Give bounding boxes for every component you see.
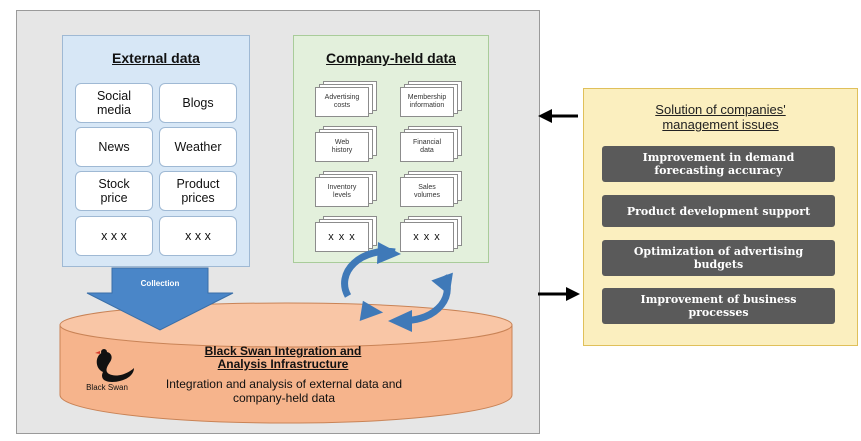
solution-demand-forecasting: Improvement in demand forecasting accura… (602, 146, 835, 182)
company-item-label: Inventory levels (315, 177, 369, 207)
company-item-label: Web history (315, 132, 369, 162)
external-item-more-2: x x x (159, 216, 237, 256)
company-data-title: Company-held data (326, 50, 456, 66)
infrastructure-cylinder (59, 302, 513, 424)
company-item-membership-information: Membership information (400, 81, 462, 117)
external-data-panel: External data Social media Blogs News We… (62, 35, 250, 267)
collection-arrow (86, 267, 234, 331)
company-item-label: x x x (400, 222, 454, 252)
solution-advertising-budgets: Optimization of advertising budgets (602, 240, 835, 276)
collection-label: Collection (140, 279, 180, 288)
external-item-social-media: Social media (75, 83, 153, 123)
company-item-label: Advertising costs (315, 87, 369, 117)
solution-title: Solution of companies' management issues (655, 102, 786, 132)
solution-business-processes: Improvement of business processes (602, 288, 835, 324)
external-data-title: External data (112, 50, 200, 66)
company-item-sales-volumes: Sales volumes (400, 171, 462, 207)
company-item-label: Sales volumes (400, 177, 454, 207)
company-item-more-2: x x x (400, 216, 462, 252)
company-item-advertising-costs: Advertising costs (315, 81, 377, 117)
company-item-label: x x x (315, 222, 369, 252)
external-item-blogs: Blogs (159, 83, 237, 123)
company-item-inventory-levels: Inventory levels (315, 171, 377, 207)
company-item-web-history: Web history (315, 126, 377, 162)
arrow-to-platform (538, 109, 578, 123)
external-item-news: News (75, 127, 153, 167)
solution-product-development: Product development support (602, 195, 835, 227)
infrastructure-description: Integration and analysis of external dat… (165, 377, 403, 405)
external-item-stock-price: Stock price (75, 171, 153, 211)
black-swan-logo-text: Black Swan (86, 383, 128, 392)
company-data-panel: Company-held data Advertising costs Memb… (293, 35, 489, 263)
company-item-more-1: x x x (315, 216, 377, 252)
company-item-label: Financial data (400, 132, 454, 162)
arrow-to-solutions (538, 287, 580, 301)
external-item-more-1: x x x (75, 216, 153, 256)
external-item-weather: Weather (159, 127, 237, 167)
company-item-financial-data: Financial data (400, 126, 462, 162)
external-item-product-prices: Product prices (159, 171, 237, 211)
black-swan-logo (95, 349, 134, 382)
company-item-label: Membership information (400, 87, 454, 117)
infrastructure-title: Black Swan Integration and Analysis Infr… (204, 344, 362, 371)
